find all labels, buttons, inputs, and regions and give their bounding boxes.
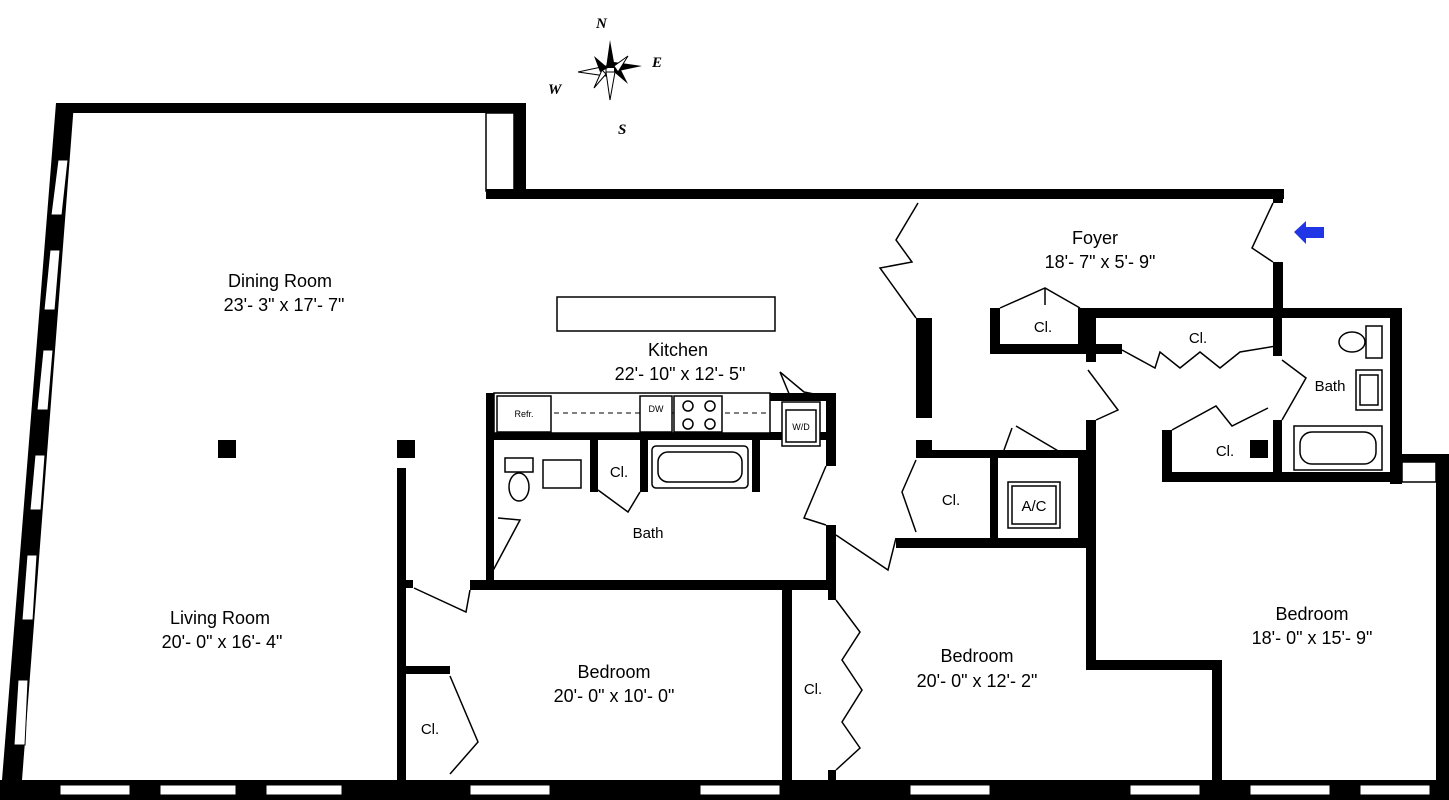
closet-label: Cl. (421, 721, 439, 738)
compass-north: N (595, 16, 608, 32)
living-room-dims: 20'- 0" x 16'- 4" (162, 632, 283, 652)
bath-label: Bath (1315, 378, 1346, 395)
entry-arrow-icon (1294, 221, 1324, 244)
dishwasher-label: DW (649, 404, 664, 414)
kitchen-name: Kitchen (648, 340, 708, 360)
bottom-windows (59, 784, 1431, 796)
foyer-name: Foyer (1072, 228, 1118, 248)
compass-west: W (548, 82, 563, 98)
bedroom-3-name: Bedroom (1275, 604, 1348, 624)
toilet-icon (1338, 331, 1366, 353)
dining-room-dims: 23'- 3" x 17'- 7" (224, 295, 345, 315)
dishwasher-icon (639, 395, 673, 433)
closet-label: Cl. (804, 681, 822, 698)
dining-room-name: Dining Room (228, 271, 332, 291)
toilet-icon (508, 472, 530, 502)
ac-label: A/C (1021, 498, 1046, 515)
bedroom-3-dims: 18'- 0" x 15'- 9" (1252, 628, 1373, 648)
refrigerator-label: Refr. (514, 409, 533, 419)
fixtures (493, 296, 1437, 529)
bedroom-2-dims: 20'- 0" x 12'- 2" (917, 671, 1038, 691)
living-room-name: Living Room (170, 608, 270, 628)
washer-dryer-label: W/D (792, 422, 810, 432)
compass-south: S (618, 122, 626, 138)
interior-walls (218, 308, 1402, 780)
doors (413, 202, 1307, 775)
closet-label: Cl. (942, 492, 960, 509)
foyer-dims: 18'- 7" x 5'- 9" (1045, 252, 1156, 272)
closet-label: Cl. (1034, 319, 1052, 336)
room-labels: Dining Room 23'- 3" x 17'- 7" Kitchen 22… (162, 228, 1373, 706)
closet-label: Cl. (610, 464, 628, 481)
kitchen-dims: 22'- 10" x 12'- 5" (615, 364, 746, 384)
compass-east: E (651, 55, 662, 71)
compass-rose-icon: N S E W (548, 16, 662, 138)
bath-label: Bath (633, 525, 664, 542)
fixture-labels: Cl. Cl. Cl. Cl. Cl. Cl. Cl. Bath Bath A/… (421, 319, 1346, 738)
sink-icon (542, 459, 582, 489)
bedroom-2-name: Bedroom (940, 646, 1013, 666)
refrigerator-icon (496, 395, 552, 433)
left-windows (13, 159, 69, 746)
closet-label: Cl. (1216, 443, 1234, 460)
bedroom-1-name: Bedroom (577, 662, 650, 682)
closet-label: Cl. (1189, 330, 1207, 347)
kitchen-island (556, 296, 776, 332)
bedroom-1-dims: 20'- 0" x 10'- 0" (554, 686, 675, 706)
